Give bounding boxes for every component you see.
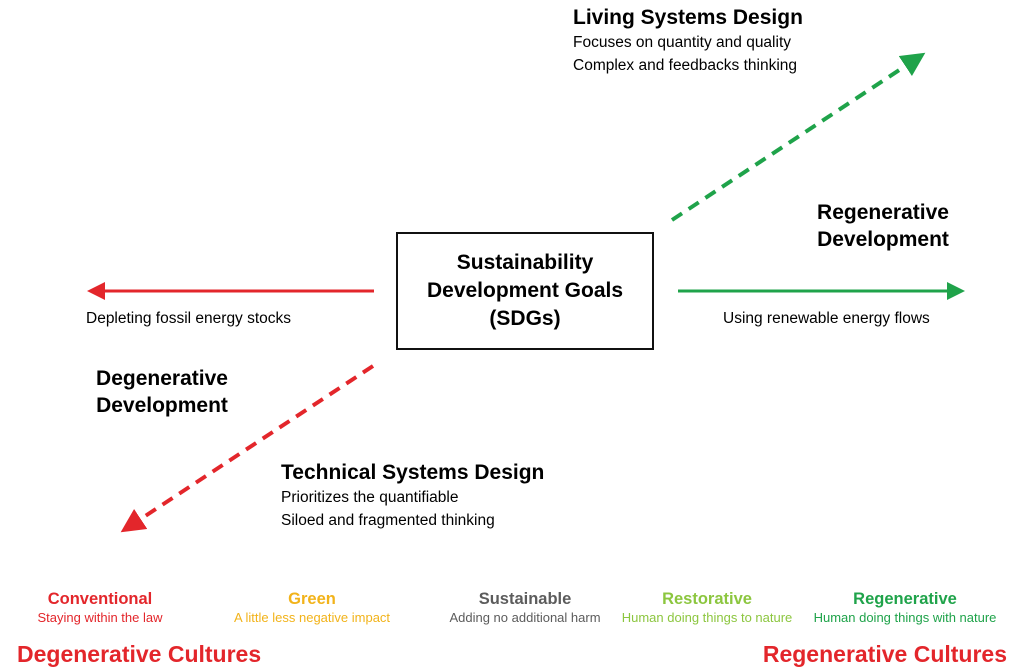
sdg-title-line-2: Development Goals (426, 279, 624, 302)
scale-name: Conventional (47, 590, 153, 608)
fossil-energy-label: Depleting fossil energy stocks (86, 310, 292, 327)
scale-desc: Staying within the law (37, 610, 163, 625)
scale-green: Green A little less negative impact (216, 589, 408, 627)
regenerative-development-line-1: Regenerative (817, 201, 949, 224)
renewable-energy-label: Using renewable energy flows (723, 310, 930, 327)
degenerative-development-line-2: Development (96, 394, 228, 417)
living-systems-arrow (670, 52, 926, 222)
sdg-box: Sustainability Development Goals (SDGs) (396, 232, 654, 350)
scale-restorative: Restorative Human doing things to nature (612, 589, 802, 627)
scale-desc: A little less negative impact (233, 610, 391, 625)
scale-desc: Adding no additional harm (449, 610, 601, 625)
scale-sustainable: Sustainable Adding no additional harm (436, 589, 614, 627)
living-systems-title: Living Systems Design (573, 6, 803, 29)
scale-name: Restorative (662, 590, 752, 608)
living-systems-line-1: Focuses on quantity and quality (573, 34, 791, 51)
sdg-title-line-3: (SDGs) (489, 307, 561, 330)
regenerative-development-line-2: Development (817, 228, 949, 251)
degenerative-cultures-label: Degenerative Cultures (17, 641, 262, 667)
technical-systems-arrow (120, 364, 375, 533)
technical-systems-line-1: Prioritizes the quantifiable (281, 489, 459, 506)
sdg-title-line-1: Sustainability (456, 251, 594, 274)
degenerative-development: Degenerative Development (62, 365, 262, 419)
scale-desc: Human doing things to nature (621, 610, 793, 625)
regenerative-cultures-label: Regenerative Cultures (762, 641, 1007, 667)
scale-desc: Human doing things with nature (813, 610, 997, 625)
technical-systems-design: Technical Systems Design Prioritizes the… (281, 459, 544, 532)
scale-name: Green (288, 590, 336, 608)
technical-systems-line-2: Siloed and fragmented thinking (281, 512, 495, 529)
living-systems-design: Living Systems Design Focuses on quantit… (573, 4, 803, 77)
living-systems-line-2: Complex and feedbacks thinking (573, 57, 798, 74)
degenerative-development-line-1: Degenerative (96, 367, 228, 390)
scale-conventional: Conventional Staying within the law (18, 589, 182, 627)
scale-name: Regenerative (853, 590, 957, 608)
scale-name: Sustainable (478, 590, 572, 608)
regenerative-development: Regenerative Development (783, 199, 983, 253)
scale-regenerative: Regenerative Human doing things with nat… (803, 589, 1007, 627)
technical-systems-title: Technical Systems Design (281, 461, 545, 484)
